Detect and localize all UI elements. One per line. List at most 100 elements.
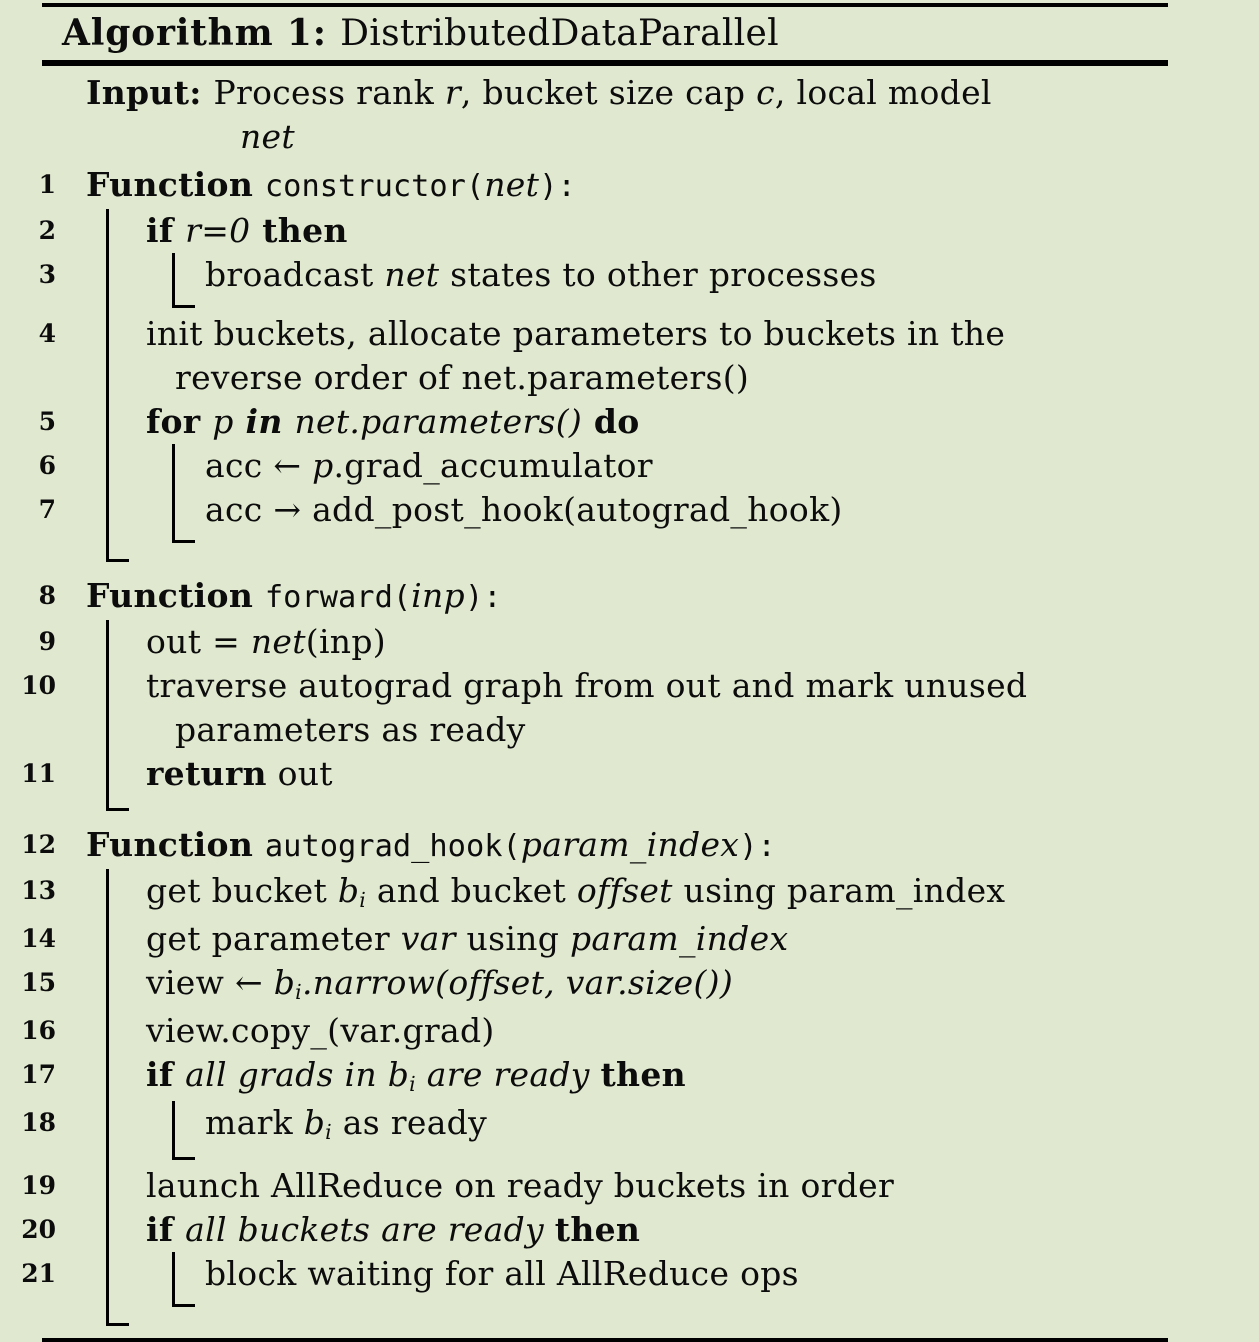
text-segment-it: all buckets are ready	[185, 1210, 555, 1249]
text-segment-rm: view.copy_(var.grad)	[146, 1011, 495, 1050]
text-segment-sub: i	[359, 887, 367, 912]
line-number: 11	[21, 759, 56, 788]
line-number: 13	[21, 876, 56, 905]
text-segment-sub: i	[295, 979, 302, 1004]
text-segment-tt: constructor(	[264, 169, 485, 204]
text-segment-rm: DistributedDataParallel	[340, 13, 779, 54]
text-segment-kw: Function	[86, 576, 265, 615]
text-segment-kw: if	[146, 1210, 186, 1249]
text-segment-it: offset	[576, 871, 673, 910]
text-segment-rm: traverse autograd graph from out and mar…	[146, 666, 1028, 705]
text-segment-it: p	[312, 446, 334, 485]
line-number: 16	[21, 1016, 56, 1045]
text-segment-kw: do	[582, 402, 640, 441]
algo-line-17: 17 if all grads in bi are ready then	[21, 1053, 1259, 1101]
text-segment-kwit: in	[233, 402, 295, 441]
text-segment-rm: launch AllReduce on ready buckets in ord…	[146, 1166, 895, 1205]
line-number: 2	[38, 216, 56, 245]
text-segment-it: net	[250, 622, 306, 661]
line-number: 15	[21, 968, 56, 997]
text-segment-it: .narrow(offset, var.size())	[301, 963, 734, 1002]
text-segment-it: p	[212, 402, 234, 441]
text-segment-rm: , bucket size cap	[460, 73, 757, 112]
text-segment-it: b	[303, 1103, 326, 1142]
algorithm-figure: Algorithm 1: DistributedDataParallel Inp…	[0, 0, 1259, 1305]
line-number: 6	[38, 451, 56, 480]
algorithm-title: Algorithm 1: DistributedDataParallel	[0, 7, 1259, 60]
text-segment-rm: out =	[146, 622, 251, 661]
text-segment-rm: , local model	[774, 73, 992, 112]
text-segment-rm: out	[266, 754, 333, 793]
text-segment-tt: ):	[464, 580, 502, 615]
text-segment-tt: ):	[539, 169, 576, 204]
text-segment-kw: then	[600, 1055, 686, 1094]
line-number: 9	[38, 627, 56, 656]
text-segment-kw: return	[146, 754, 267, 793]
text-segment-it: param_index	[520, 825, 740, 864]
top-rule	[42, 3, 1168, 7]
text-segment-kw: if	[146, 1055, 186, 1094]
text-segment-kw: then	[250, 211, 348, 250]
line-number: 8	[38, 581, 56, 610]
line-number: 14	[21, 924, 56, 953]
input-declaration: Input: Process rank r, bucket size cap c…	[0, 71, 1259, 115]
algo-line-20: 20 if all buckets are ready then	[21, 1208, 1259, 1252]
line-number: 4	[38, 319, 56, 348]
algo-line-10-continuation: parameters as ready	[146, 708, 1259, 752]
header-rule	[42, 60, 1168, 66]
text-segment-rm: as ready	[332, 1103, 488, 1142]
text-segment-tt: ):	[739, 829, 776, 864]
text-segment-it: b	[337, 871, 360, 910]
text-segment-rm: reverse order of net.parameters()	[175, 358, 750, 397]
text-segment-rm: states to other processes	[439, 255, 877, 294]
text-segment-sub: i	[409, 1071, 416, 1096]
text-segment-it: net	[384, 255, 440, 294]
text-segment-rm: broadcast	[205, 255, 385, 294]
text-segment-it: b	[387, 1055, 410, 1094]
text-segment-it: c	[756, 73, 775, 112]
text-segment-it: all grads in	[185, 1055, 388, 1094]
text-segment-rm: Process rank	[213, 73, 445, 112]
text-segment-rm: acc ←	[205, 446, 313, 485]
line-number: 3	[38, 260, 56, 289]
if-block-bracket: 3 broadcast net states to other processes	[39, 253, 1259, 308]
text-segment-it: param_index	[569, 919, 789, 958]
text-segment-rm: parameters as ready	[175, 710, 526, 749]
text-segment-kw: Function	[86, 165, 265, 204]
constructor-body-bracket: 2 if r=0 then 3 broadcast net states to ot…	[39, 209, 1259, 562]
line-number: 17	[21, 1060, 56, 1089]
text-segment-it: r=0	[185, 211, 251, 250]
text-segment-rm: view ←	[146, 963, 274, 1002]
line-number: 20	[21, 1215, 56, 1244]
text-segment-sub: i	[325, 1119, 333, 1144]
text-segment-rm: and bucket	[366, 871, 577, 910]
text-segment-rm: block waiting for all AllReduce ops	[205, 1254, 799, 1293]
text-segment-it: var	[400, 919, 456, 958]
text-segment-kw: then	[554, 1210, 641, 1249]
text-segment-it: net	[240, 117, 295, 156]
algo-line-16: 16 view.copy_(var.grad)	[21, 1009, 1259, 1053]
text-segment-it: net.parameters()	[294, 402, 583, 441]
text-segment-rm: using	[455, 919, 570, 958]
algo-line-4-continuation: reverse order of net.parameters()	[146, 356, 1259, 400]
line-number: 5	[38, 407, 56, 436]
text-segment-it: are ready	[416, 1055, 601, 1094]
text-segment-kw: if	[146, 211, 186, 250]
text-segment-it: net	[484, 165, 540, 204]
text-segment-rm: mark	[205, 1103, 304, 1142]
